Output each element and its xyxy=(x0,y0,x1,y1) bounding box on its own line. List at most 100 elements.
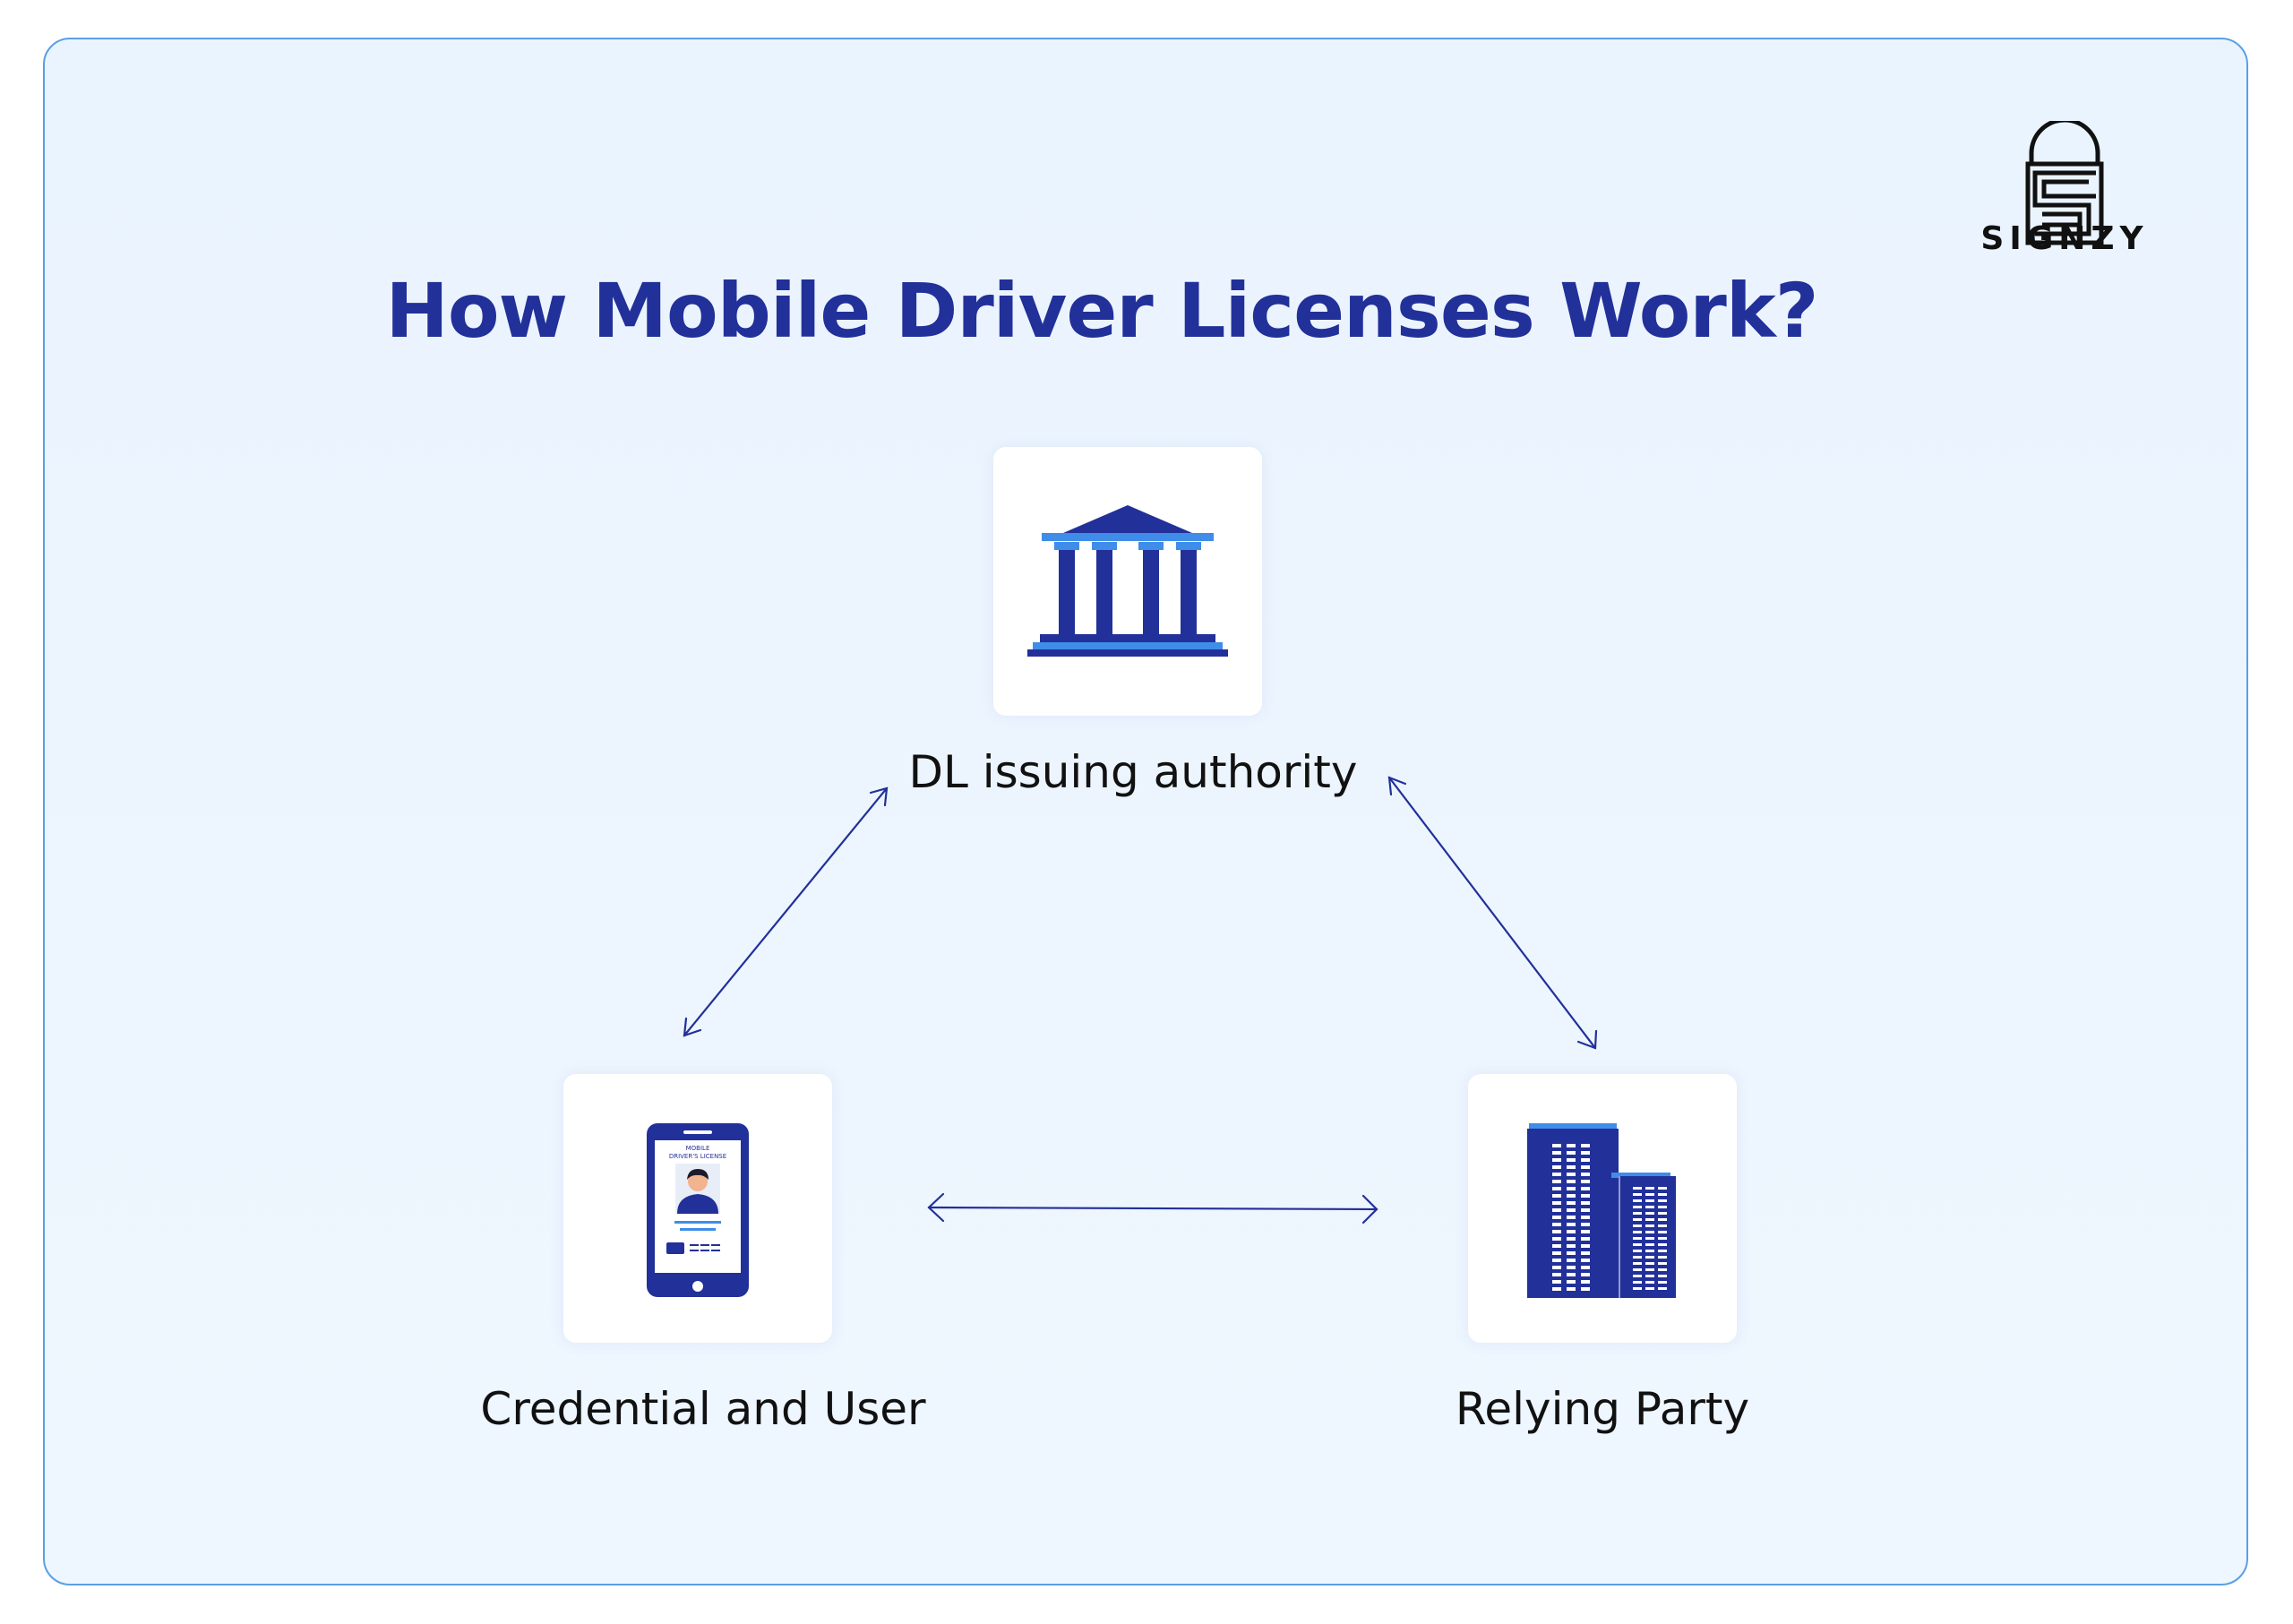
window xyxy=(1633,1224,1642,1227)
window xyxy=(1567,1180,1576,1183)
window xyxy=(1581,1158,1590,1162)
window xyxy=(1581,1151,1590,1155)
signzy-logo-icon xyxy=(2025,121,2104,245)
window xyxy=(1658,1268,1667,1271)
window xyxy=(1581,1187,1590,1190)
arrow-issuer-relying-party xyxy=(1387,776,1598,1050)
window xyxy=(1645,1206,1654,1208)
window xyxy=(1567,1230,1576,1233)
window xyxy=(1567,1223,1576,1226)
user-card: MOBILE DRIVER'S LICENSE xyxy=(563,1074,832,1343)
window xyxy=(1633,1243,1642,1246)
issuer-label: DL issuing authority xyxy=(908,746,1358,798)
window xyxy=(1581,1201,1590,1205)
window xyxy=(1552,1158,1561,1162)
window xyxy=(1658,1287,1667,1290)
window xyxy=(1552,1287,1561,1291)
brand-name: SIGNZY xyxy=(1980,220,2149,257)
window xyxy=(1645,1237,1654,1240)
window xyxy=(1581,1180,1590,1183)
window xyxy=(1552,1223,1561,1226)
window xyxy=(1658,1206,1667,1208)
window xyxy=(1658,1281,1667,1284)
page-title: How Mobile Driver Licenses Work? xyxy=(385,267,1819,355)
window xyxy=(1567,1165,1576,1169)
window xyxy=(1552,1187,1561,1190)
window xyxy=(1645,1275,1654,1277)
window xyxy=(1633,1193,1642,1196)
screen-text-line1: MOBILE xyxy=(686,1145,710,1152)
window xyxy=(1633,1187,1642,1190)
window xyxy=(1552,1273,1561,1276)
mobile-license-phone-icon: MOBILE DRIVER'S LICENSE xyxy=(647,1123,749,1297)
window xyxy=(1658,1256,1667,1259)
window xyxy=(1658,1187,1667,1190)
window xyxy=(1581,1165,1590,1169)
window xyxy=(1567,1244,1576,1248)
window xyxy=(1645,1287,1654,1290)
window xyxy=(1581,1273,1590,1276)
window xyxy=(1552,1216,1561,1219)
window xyxy=(1552,1230,1561,1233)
window xyxy=(1581,1173,1590,1176)
window xyxy=(1581,1280,1590,1284)
window xyxy=(1567,1251,1576,1255)
window xyxy=(1552,1208,1561,1212)
issuer-card xyxy=(993,447,1262,716)
window xyxy=(1567,1194,1576,1198)
window xyxy=(1567,1208,1576,1212)
window xyxy=(1552,1144,1561,1147)
window xyxy=(1633,1199,1642,1202)
window xyxy=(1633,1256,1642,1259)
window xyxy=(1581,1208,1590,1212)
window xyxy=(1567,1216,1576,1219)
window xyxy=(1633,1231,1642,1233)
window xyxy=(1645,1231,1654,1233)
window xyxy=(1658,1193,1667,1196)
window xyxy=(1567,1151,1576,1155)
window xyxy=(1633,1250,1642,1252)
relying-party-card xyxy=(1468,1074,1737,1343)
government-building-icon xyxy=(1027,505,1228,657)
window xyxy=(1581,1266,1590,1269)
window xyxy=(1645,1212,1654,1215)
window xyxy=(1552,1251,1561,1255)
window xyxy=(1567,1273,1576,1276)
screen-text-line2: DRIVER'S LICENSE xyxy=(669,1153,726,1160)
window xyxy=(1633,1287,1642,1290)
window xyxy=(1552,1165,1561,1169)
window xyxy=(1658,1224,1667,1227)
window xyxy=(1552,1194,1561,1198)
relying-party-label: Relying Party xyxy=(1455,1383,1750,1435)
window xyxy=(1645,1199,1654,1202)
window xyxy=(1552,1173,1561,1176)
window xyxy=(1645,1243,1654,1246)
window xyxy=(1658,1218,1667,1221)
window xyxy=(1645,1268,1654,1271)
window xyxy=(1552,1201,1561,1205)
window xyxy=(1581,1194,1590,1198)
window xyxy=(1581,1244,1590,1248)
window xyxy=(1581,1144,1590,1147)
window xyxy=(1658,1262,1667,1265)
window xyxy=(1552,1244,1561,1248)
diagram-panel xyxy=(43,38,2248,1585)
window xyxy=(1658,1243,1667,1246)
window xyxy=(1658,1250,1667,1252)
window xyxy=(1645,1187,1654,1190)
window xyxy=(1645,1256,1654,1259)
window xyxy=(1645,1262,1654,1265)
window xyxy=(1658,1275,1667,1277)
window xyxy=(1581,1251,1590,1255)
arrow-user-issuer xyxy=(683,786,889,1037)
window xyxy=(1633,1268,1642,1271)
window xyxy=(1552,1259,1561,1262)
office-buildings-icon xyxy=(1527,1123,1676,1298)
window xyxy=(1552,1180,1561,1183)
window xyxy=(1633,1212,1642,1215)
window xyxy=(1567,1173,1576,1176)
window xyxy=(1552,1237,1561,1241)
window xyxy=(1581,1259,1590,1262)
window xyxy=(1645,1224,1654,1227)
window xyxy=(1581,1287,1590,1291)
